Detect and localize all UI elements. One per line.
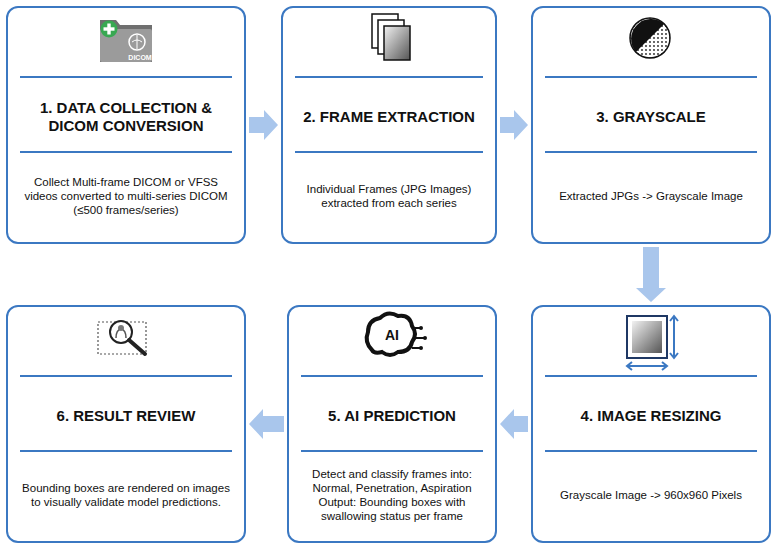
process-box: 1. DATA COLLECTION & DICOM CONVERSION Col… xyxy=(6,6,246,244)
divider-line xyxy=(20,450,232,452)
divider-line xyxy=(295,76,483,78)
flow-arrow xyxy=(636,247,666,302)
divider-line xyxy=(20,151,232,153)
step-heading: 3. GRAYSCALE xyxy=(541,84,761,150)
step-heading: 4. IMAGE RESIZING xyxy=(541,383,761,449)
step-body: Grayscale Image -> 960x960 Pixels xyxy=(545,457,757,533)
step-body: Individual Frames (JPG Images) extracted… xyxy=(295,158,483,234)
step-heading: 1. DATA COLLECTION & DICOM CONVERSION xyxy=(16,84,236,150)
divider-line xyxy=(20,76,232,78)
process-box: 6. RESULT REVIEW Bounding boxes are rende… xyxy=(6,305,246,543)
divider-line xyxy=(20,375,232,377)
flow-arrow xyxy=(500,110,528,140)
divider-line xyxy=(295,151,483,153)
divider-line xyxy=(545,151,757,153)
divider-line xyxy=(301,375,483,377)
divider-line xyxy=(545,375,757,377)
step-heading: 6. RESULT REVIEW xyxy=(16,383,236,449)
ai-icon-text: AI xyxy=(379,327,405,343)
process-box: 4. IMAGE RESIZING Grayscale Image -> 960x… xyxy=(531,305,771,543)
divider-line xyxy=(545,450,757,452)
process-box: 3. GRAYSCALE Extracted JPGs -> Grayscale … xyxy=(531,6,771,244)
step-body: Extracted JPGs -> Grayscale Image xyxy=(545,158,757,234)
step-body: Collect Multi-frame DICOM or VFSS videos… xyxy=(20,158,232,234)
divider-line xyxy=(301,450,483,452)
flow-arrow xyxy=(249,409,284,439)
step-body: Bounding boxes are rendered on images to… xyxy=(20,457,232,533)
step-heading: 5. AI PREDICTION xyxy=(297,383,487,449)
step-body: Detect and classify frames into: Normal,… xyxy=(301,457,483,533)
flow-arrow xyxy=(500,409,528,439)
step-heading: 2. FRAME EXTRACTION xyxy=(291,84,487,150)
flow-arrow xyxy=(249,110,278,140)
divider-line xyxy=(545,76,757,78)
icon-label: DICOM xyxy=(126,53,154,62)
process-box: 2. FRAME EXTRACTION Individual Frames (JP… xyxy=(281,6,497,244)
